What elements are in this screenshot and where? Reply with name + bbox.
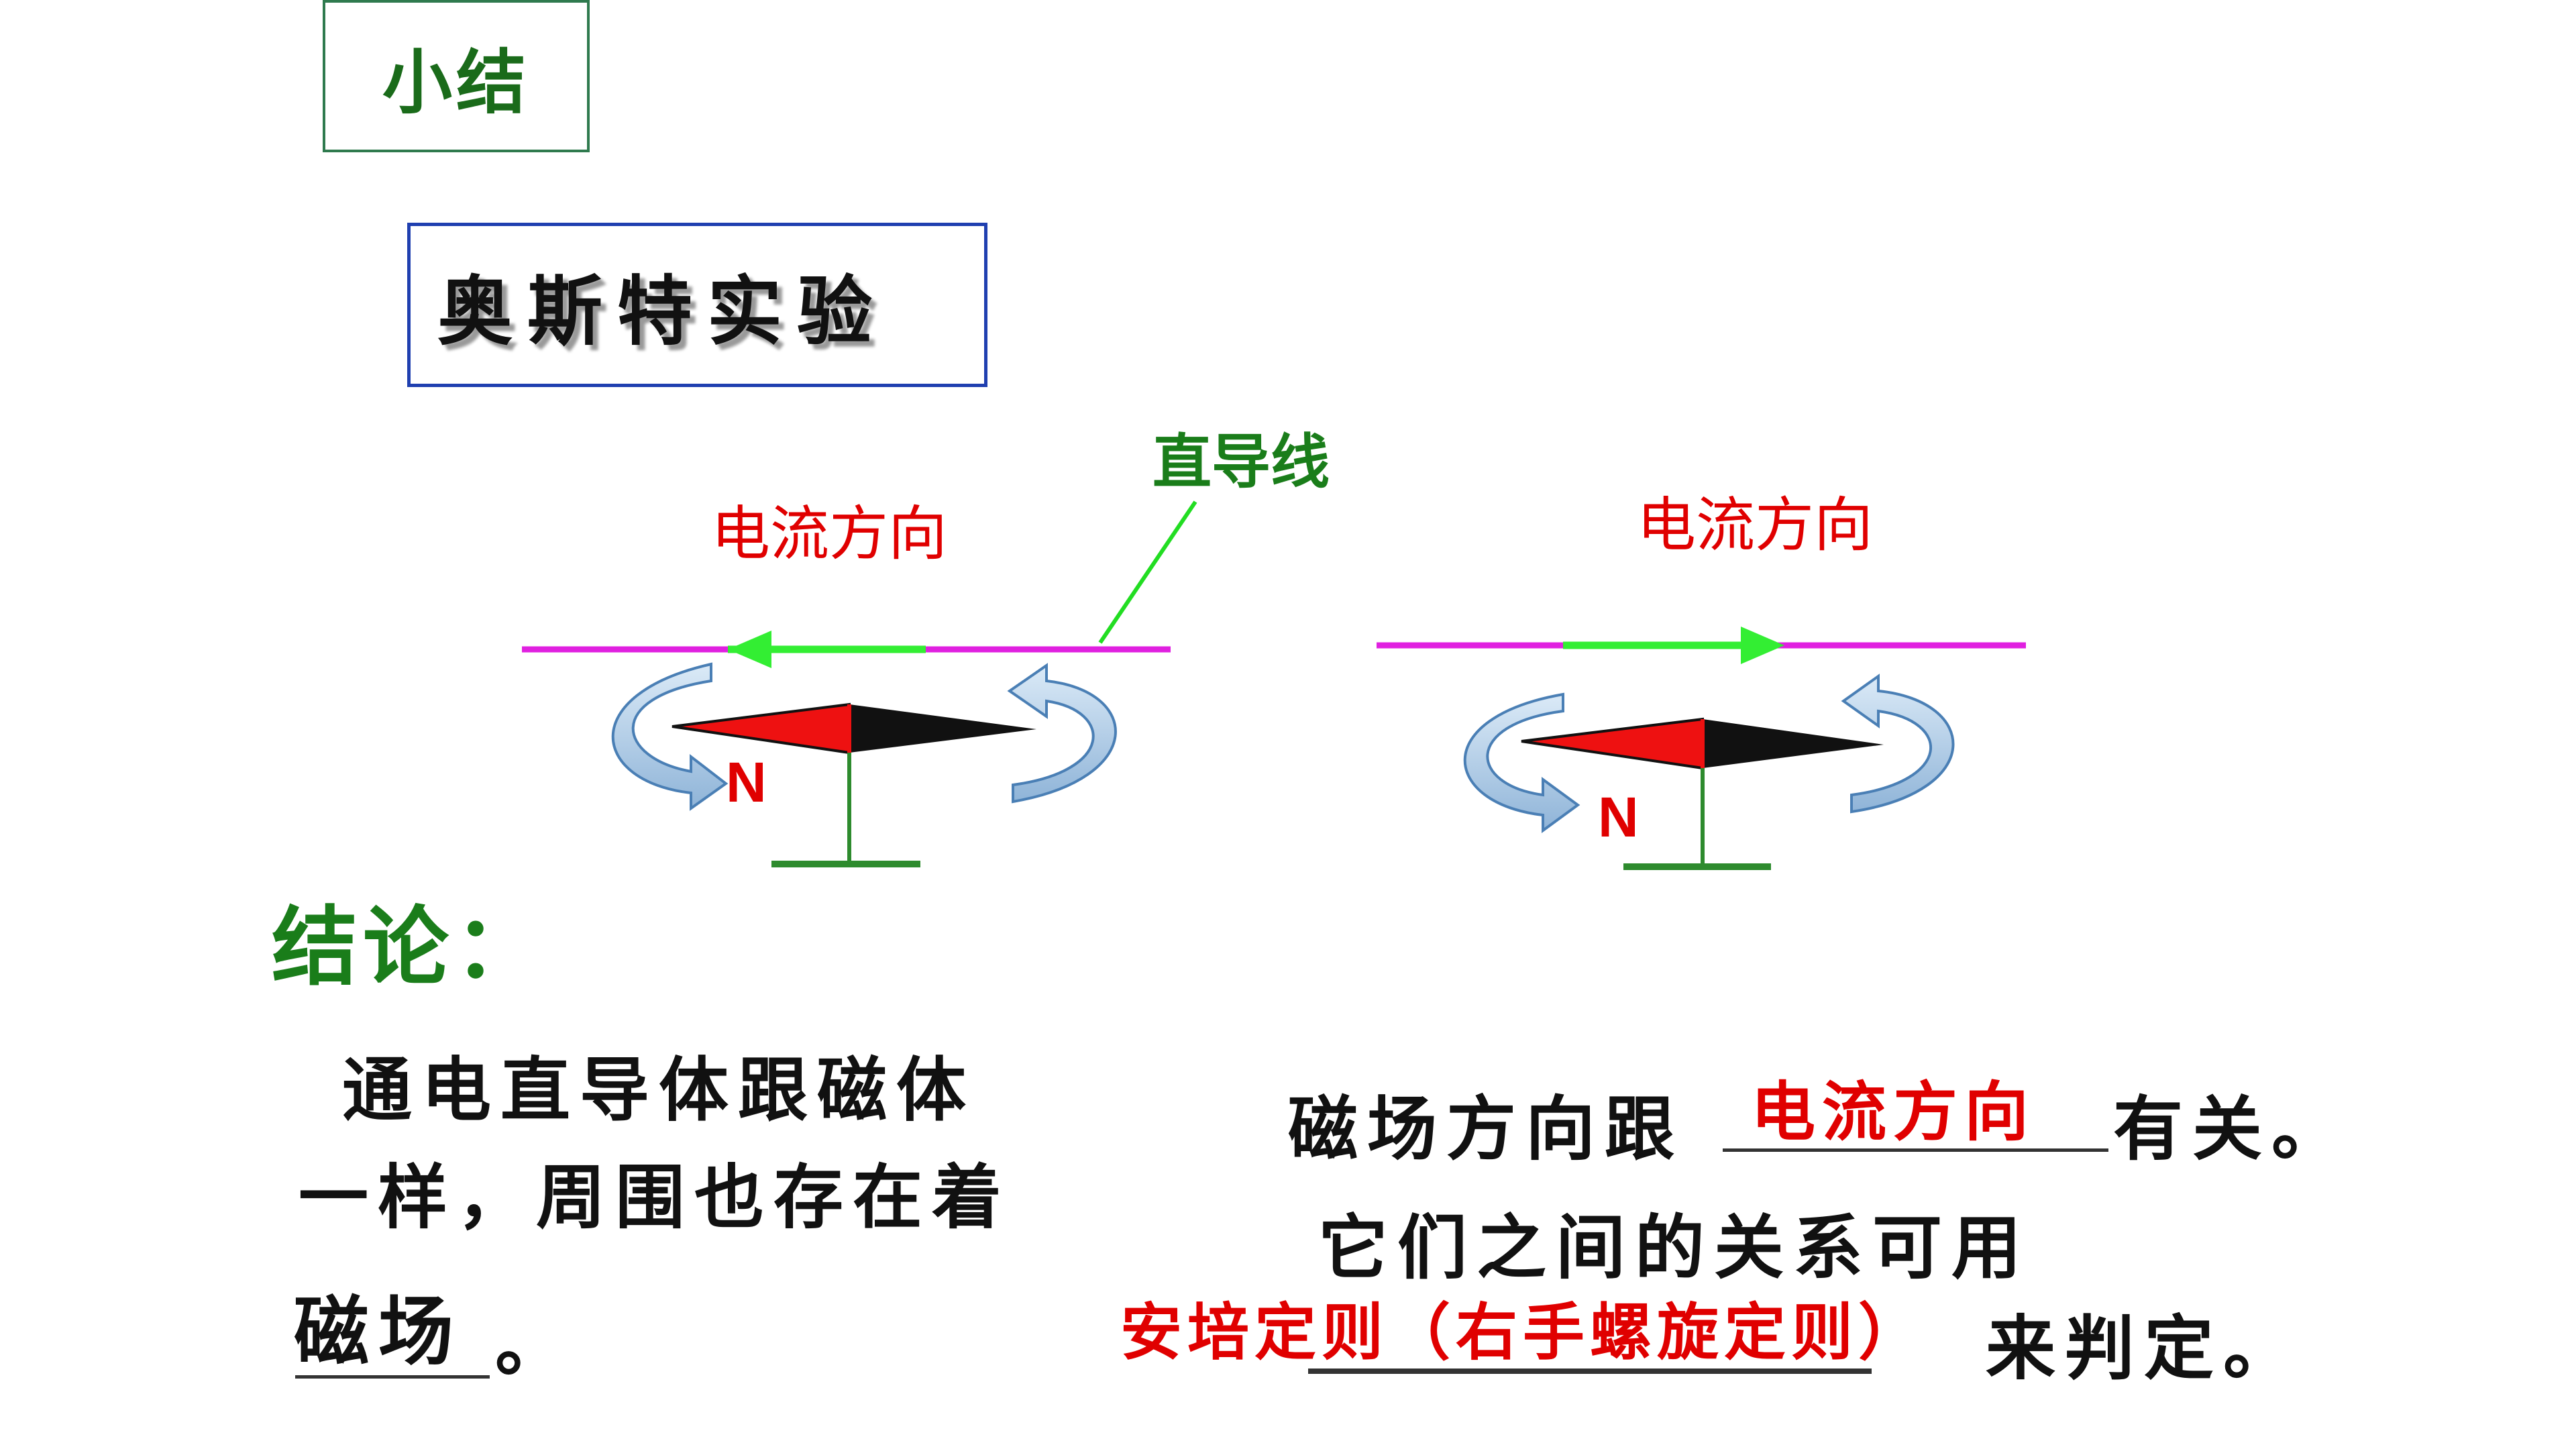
conclusion-heading: 结论： [272, 898, 546, 998]
left-needle-south-half [849, 704, 1036, 753]
experiment-title-box: 奥斯特实验 [407, 223, 987, 387]
current-direction-answer: 电流方向 [1751, 1075, 2035, 1150]
summary-title-box: 小结 [323, 0, 590, 152]
left-rotation-arrow-left-icon [611, 662, 729, 811]
right-wire-setup [1377, 627, 2026, 870]
current-direction-blank-line [1723, 1148, 2108, 1152]
conclusion-left-period: 。 [495, 1303, 575, 1386]
wire-pointer-line [1098, 500, 1197, 644]
left-north-pole-label: N [726, 751, 767, 814]
summary-title: 小结 [382, 42, 530, 123]
left-needle-north-half [672, 702, 851, 755]
right-north-pole-label: N [1598, 786, 1639, 849]
ampere-rule-answer: 安培定则（右手螺旋定则） [1120, 1297, 1926, 1368]
right-current-direction-label: 电流方向 [1637, 490, 1874, 559]
conclusion-right-line-1-suffix: 有关。 [2113, 1087, 2351, 1170]
right-needle-south-half [1703, 719, 1884, 768]
left-current-arrow-head [728, 631, 771, 668]
left-current-direction-label: 电流方向 [711, 499, 948, 568]
right-needle-north-half [1521, 717, 1704, 770]
right-current-arrow-head [1741, 627, 1784, 664]
magnetic-field-answer: 磁场 [294, 1288, 463, 1376]
magnetic-field-blank-line [295, 1375, 490, 1379]
conclusion-right-line-2: 它们之间的关系可用 [1318, 1206, 2031, 1289]
conclusion-right-line-1-prefix: 磁场方向跟 [1288, 1087, 1684, 1170]
conclusion-right-line-3-suffix: 来判定。 [1986, 1307, 2303, 1389]
ampere-rule-blank-line [1308, 1368, 1872, 1374]
left-rotation-arrow-right-icon [1007, 663, 1117, 804]
straight-wire-label: 直导线 [1152, 427, 1330, 496]
conclusion-left-line-1: 通电直导体跟磁体 [342, 1049, 976, 1131]
right-rotation-arrow-left-icon [1463, 692, 1580, 833]
right-rotation-arrow-right-icon [1841, 674, 1955, 814]
conclusion-left-line-2: 一样，周围也存在着 [299, 1156, 1012, 1238]
experiment-title: 奥斯特实验 [437, 267, 887, 356]
